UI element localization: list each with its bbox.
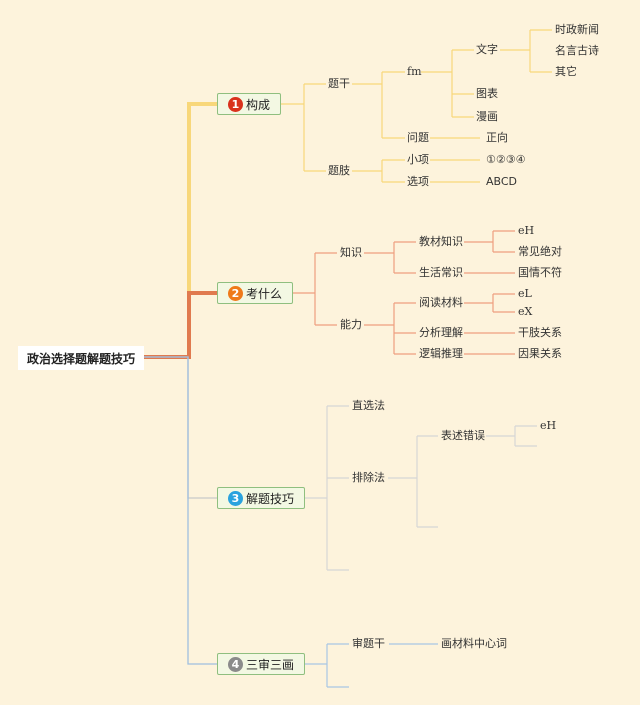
node-tubiao[interactable]: 图表 — [476, 87, 498, 100]
node-paichu[interactable]: 排除法 — [352, 471, 385, 484]
node-zhishi[interactable]: 知识 — [340, 246, 362, 259]
badge-3: 3 — [228, 490, 243, 506]
topic-label: 构成 — [246, 97, 271, 112]
node-wenti[interactable]: 问题 — [407, 131, 429, 144]
topic-three-reviews[interactable]: 4 三审三画 — [217, 653, 305, 675]
node-abcd[interactable]: ABCD — [486, 175, 518, 188]
node-jiaocai[interactable]: 教材知识 — [419, 235, 463, 248]
node-xiaoxiang[interactable]: 小项 — [407, 153, 429, 166]
topic-composition[interactable]: 1 构成 — [217, 93, 281, 115]
badge-4: 4 — [228, 656, 243, 672]
node-huacailiao[interactable]: 画材料中心词 — [441, 637, 507, 650]
topic-label: 考什么 — [246, 286, 283, 301]
node-tigan[interactable]: 题干 — [328, 77, 350, 90]
node-shizheng[interactable]: 时政新闻 — [555, 23, 599, 36]
node-shentigan[interactable]: 审题干 — [352, 637, 385, 650]
node-mingyan[interactable]: 名言古诗 — [555, 44, 599, 57]
topic-label: 三审三画 — [246, 657, 295, 672]
badge-1: 1 — [228, 96, 243, 112]
node-luoji[interactable]: 逻辑推理 — [419, 347, 463, 360]
node-el[interactable]: eL — [518, 287, 532, 300]
node-xuanxiang[interactable]: 选项 — [407, 175, 429, 188]
node-circled-numbers[interactable]: ①②③④ — [486, 153, 526, 166]
node-eh[interactable]: eH — [518, 224, 535, 237]
node-nengli[interactable]: 能力 — [340, 318, 362, 331]
node-ex[interactable]: eX — [518, 305, 533, 318]
node-changjian[interactable]: 常见绝对 — [518, 245, 562, 258]
node-yinguo[interactable]: 因果关系 — [518, 347, 562, 360]
node-qita[interactable]: 其它 — [555, 65, 577, 78]
node-manhua[interactable]: 漫画 — [476, 110, 498, 123]
node-guoqing[interactable]: 国情不符 — [518, 266, 562, 279]
node-eh-2[interactable]: eH — [540, 419, 557, 432]
node-zhixuan[interactable]: 直选法 — [352, 399, 385, 412]
node-tizhi[interactable]: 题肢 — [328, 164, 350, 177]
node-fm[interactable]: fm — [407, 65, 422, 78]
topic-what-tested[interactable]: 2 考什么 — [217, 282, 293, 304]
node-ganzhi[interactable]: 干肢关系 — [518, 326, 562, 339]
topic-label: 解题技巧 — [246, 491, 295, 506]
node-biaoshu[interactable]: 表述错误 — [441, 429, 485, 442]
topic-techniques[interactable]: 3 解题技巧 — [217, 487, 305, 509]
node-zhengxiang[interactable]: 正向 — [486, 131, 508, 144]
root-topic-label: 政治选择题解题技巧 — [26, 351, 135, 366]
root-topic[interactable]: 政治选择题解题技巧 — [18, 346, 144, 370]
node-wenzi[interactable]: 文字 — [476, 43, 498, 56]
node-fenxi[interactable]: 分析理解 — [419, 326, 463, 339]
node-shenghuo[interactable]: 生活常识 — [419, 266, 463, 279]
node-yuedu[interactable]: 阅读材料 — [419, 296, 463, 309]
badge-2: 2 — [228, 285, 243, 301]
